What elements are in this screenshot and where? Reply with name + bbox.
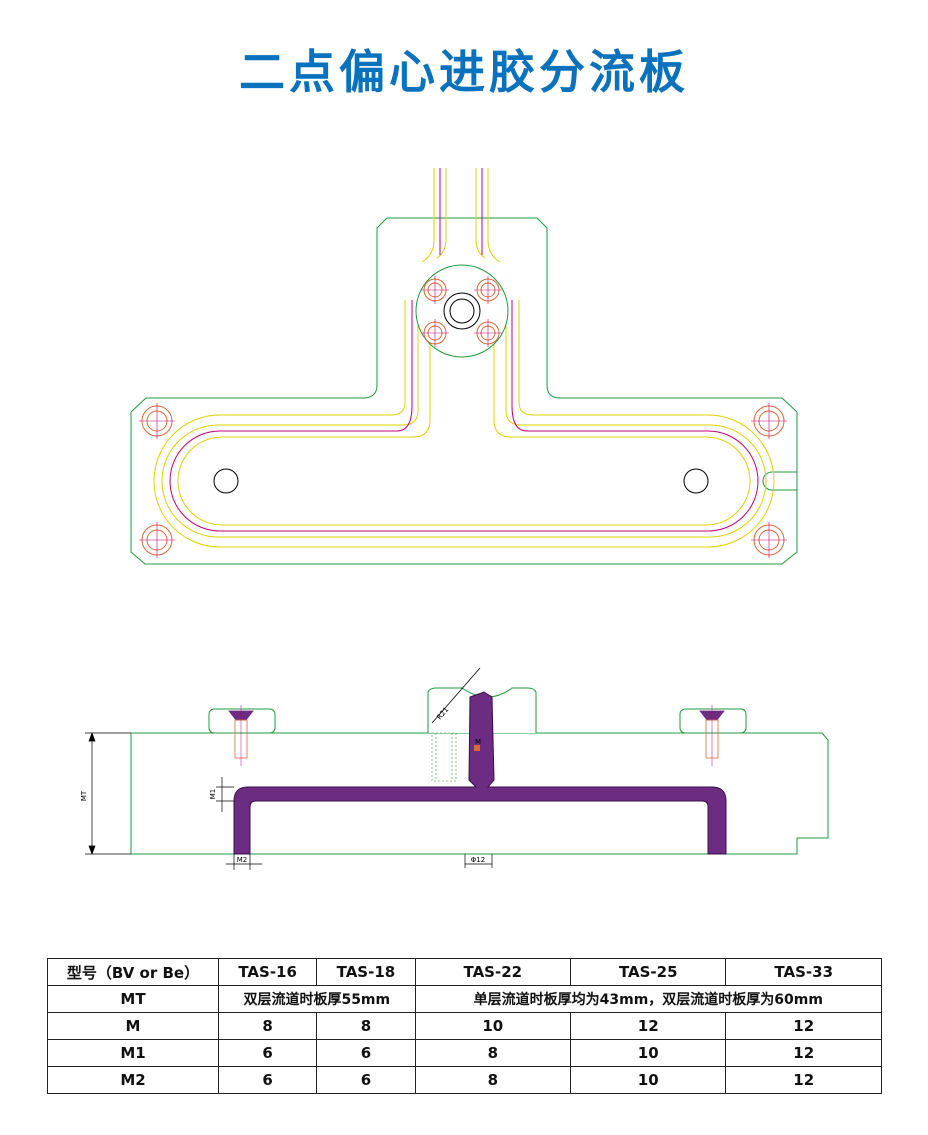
table-header-row: 型号（BV or Be） TAS-16 TAS-18 TAS-22 TAS-25… [47,958,882,986]
header-cell: TAS-22 [414,958,572,986]
row-label: MT [47,985,219,1013]
section-view: M R21 MT M1 M2 [80,667,829,870]
mt-dimension [85,732,131,855]
table-cell: 12 [725,1039,882,1067]
table-row-mt: MT 双层流道时板厚55mm 单层流道时板厚均为43mm，双层流道时板厚为60m… [47,985,883,1013]
technical-drawing: M R21 MT M1 M2 [80,168,829,870]
table-cell: 6 [316,1039,416,1067]
table-cell: 8 [414,1039,572,1067]
table-cell: 6 [217,1039,318,1067]
dim-m: M [475,738,481,746]
top-view [130,168,798,565]
table-cell: 10 [570,1039,727,1067]
mt-left-cell: 双层流道时板厚55mm [218,985,416,1013]
row-label: M [47,1012,219,1040]
m-marker [474,745,480,751]
mt-right-cell: 单层流道时板厚均为43mm，双层流道时板厚为60mm [414,985,883,1013]
center-boss [415,264,509,358]
m2-dimension [226,854,262,870]
m1-dimension [216,777,234,812]
table-cell: 6 [316,1066,416,1094]
runner-loop-yellow [153,300,775,548]
table-cell: 6 [217,1066,318,1094]
header-cell: TAS-33 [725,958,882,986]
side-slot [762,471,797,491]
corner-bolt-group [139,403,787,558]
plate-outline [130,217,798,565]
table-cell: 10 [414,1012,572,1040]
dim-phi12: Φ12 [471,856,485,864]
center-bolt-group [421,276,502,347]
page-title: 二点偏心进胶分流板 [239,45,689,99]
row-label: M1 [47,1039,219,1067]
header-cell: TAS-18 [316,958,416,986]
screw-left [228,705,254,766]
header-cell: TAS-16 [217,958,318,986]
header-cell: 型号（BV or Be） [47,958,219,986]
dim-mt: MT [80,790,88,801]
table-cell: 12 [725,1012,882,1040]
nozzle-hole-right [683,468,709,494]
clamp-block-right [679,708,747,734]
spec-table: 型号（BV or Be） TAS-16 TAS-18 TAS-22 TAS-25… [47,958,883,1094]
clamp-block-left [208,708,276,734]
nozzle-hole-left [213,468,239,494]
table-row: M1 6 6 8 10 12 [47,1039,882,1067]
header-cell: TAS-25 [570,958,727,986]
table-cell: 12 [725,1066,882,1094]
runner-loop-centerline [169,300,759,532]
screw-right [699,705,725,766]
inlet-centerlines [439,168,483,255]
r21-leader [431,667,481,724]
table-cell: 8 [414,1066,572,1094]
table-row: M 8 8 10 12 12 [47,1012,882,1040]
dim-m2: M2 [237,856,248,864]
table-cell: 10 [570,1066,727,1094]
threaded-hole [431,732,457,782]
table-row: M2 6 6 8 10 12 [47,1066,882,1094]
runner-channel [233,691,727,855]
inlet-channels [421,168,501,263]
table-cell: 8 [217,1012,318,1040]
table-cell: 12 [570,1012,727,1040]
table-cell: 8 [316,1012,416,1040]
row-label: M2 [47,1066,219,1094]
dim-m1: M1 [209,789,217,800]
phi12-dimension [464,854,493,868]
